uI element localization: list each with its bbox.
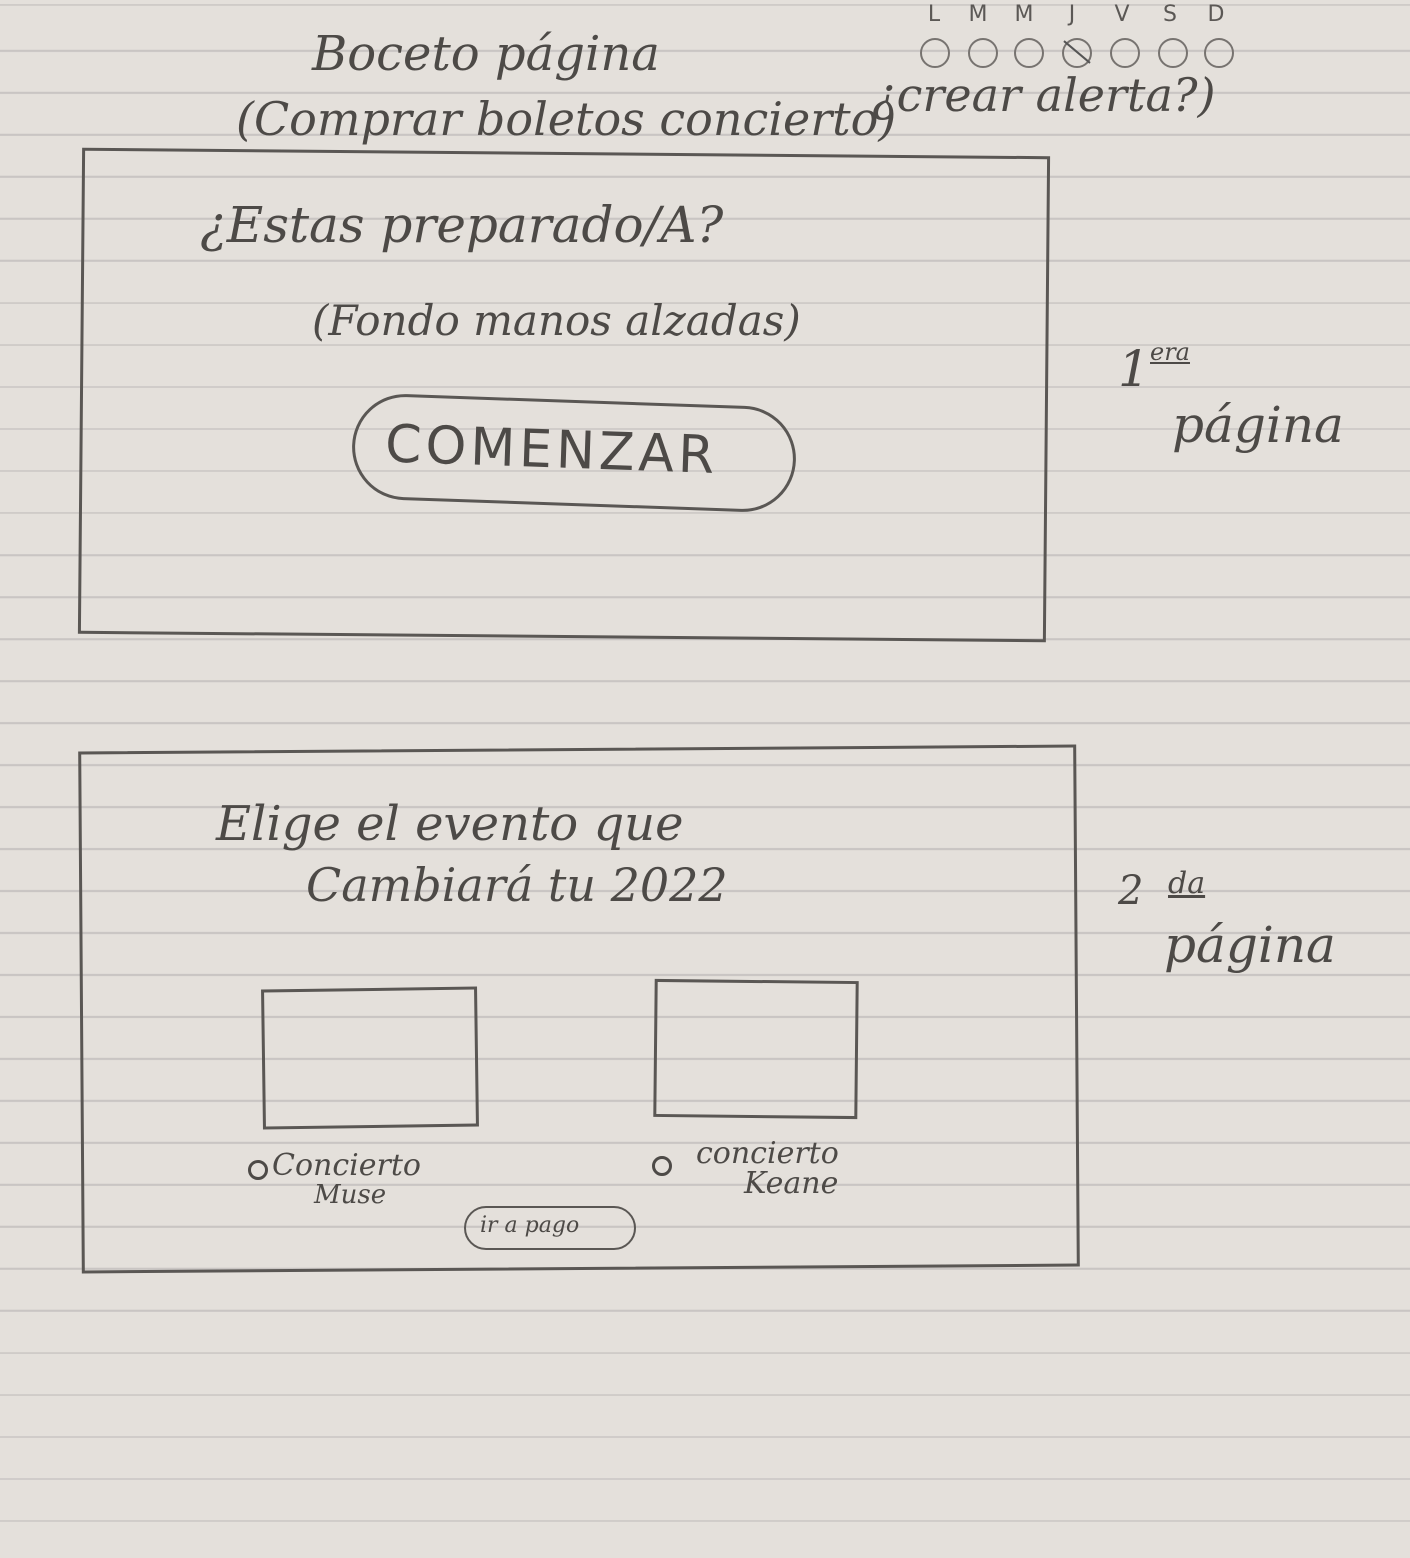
page2-heading-line2: Cambiará tu 2022 <box>306 858 728 912</box>
day-circle[interactable] <box>968 38 998 68</box>
day-letter: S <box>1163 2 1177 27</box>
day-letter: L <box>927 2 941 27</box>
day-circle[interactable] <box>920 38 950 68</box>
week-tracker: L M M J V S D <box>920 2 1234 82</box>
page1-question: ¿Estas preparado/A? <box>200 196 724 254</box>
day-letter: V <box>1114 2 1130 27</box>
go-to-payment-label: ir a pago <box>480 1213 580 1238</box>
page1-label: página <box>1172 396 1344 454</box>
day-circle[interactable] <box>1158 38 1188 68</box>
event-label: Concierto <box>272 1148 421 1183</box>
event-image-placeholder[interactable] <box>653 978 859 1120</box>
event-label-sub: Muse <box>314 1180 387 1210</box>
day-letter: M <box>968 2 988 27</box>
day-letter: M <box>1014 2 1034 27</box>
sketch-subtitle: (Comprar boletos concierto) <box>236 92 897 146</box>
event-image-placeholder[interactable] <box>261 986 479 1130</box>
day-letter: J <box>1068 2 1076 27</box>
page2-heading-line1: Elige el evento que <box>216 796 684 852</box>
event-radio[interactable] <box>652 1156 672 1176</box>
page1-number: 1 <box>1118 340 1150 398</box>
day-circle[interactable] <box>1110 38 1140 68</box>
start-button-label: COMENZAR <box>384 414 720 487</box>
start-button[interactable]: COMENZAR <box>350 392 798 514</box>
event-label: concierto <box>696 1136 839 1171</box>
sketch-title: Boceto página <box>312 26 660 82</box>
page2-number: 2 <box>1118 868 1144 914</box>
page1-background-note: (Fondo manos alzadas) <box>312 296 801 345</box>
page2-label: página <box>1164 916 1336 974</box>
alert-note: ¿crear alerta?) <box>872 68 1216 122</box>
day-circle[interactable] <box>1204 38 1234 68</box>
go-to-payment-button[interactable]: ir a pago <box>464 1206 636 1250</box>
day-circle[interactable] <box>1014 38 1044 68</box>
event-label-sub: Keane <box>744 1166 839 1201</box>
page1-ordinal: era <box>1150 338 1190 366</box>
event-radio[interactable] <box>248 1160 268 1180</box>
page2-ordinal: da <box>1168 866 1206 901</box>
day-letter: D <box>1207 2 1225 27</box>
day-circle-checked[interactable] <box>1062 38 1092 68</box>
